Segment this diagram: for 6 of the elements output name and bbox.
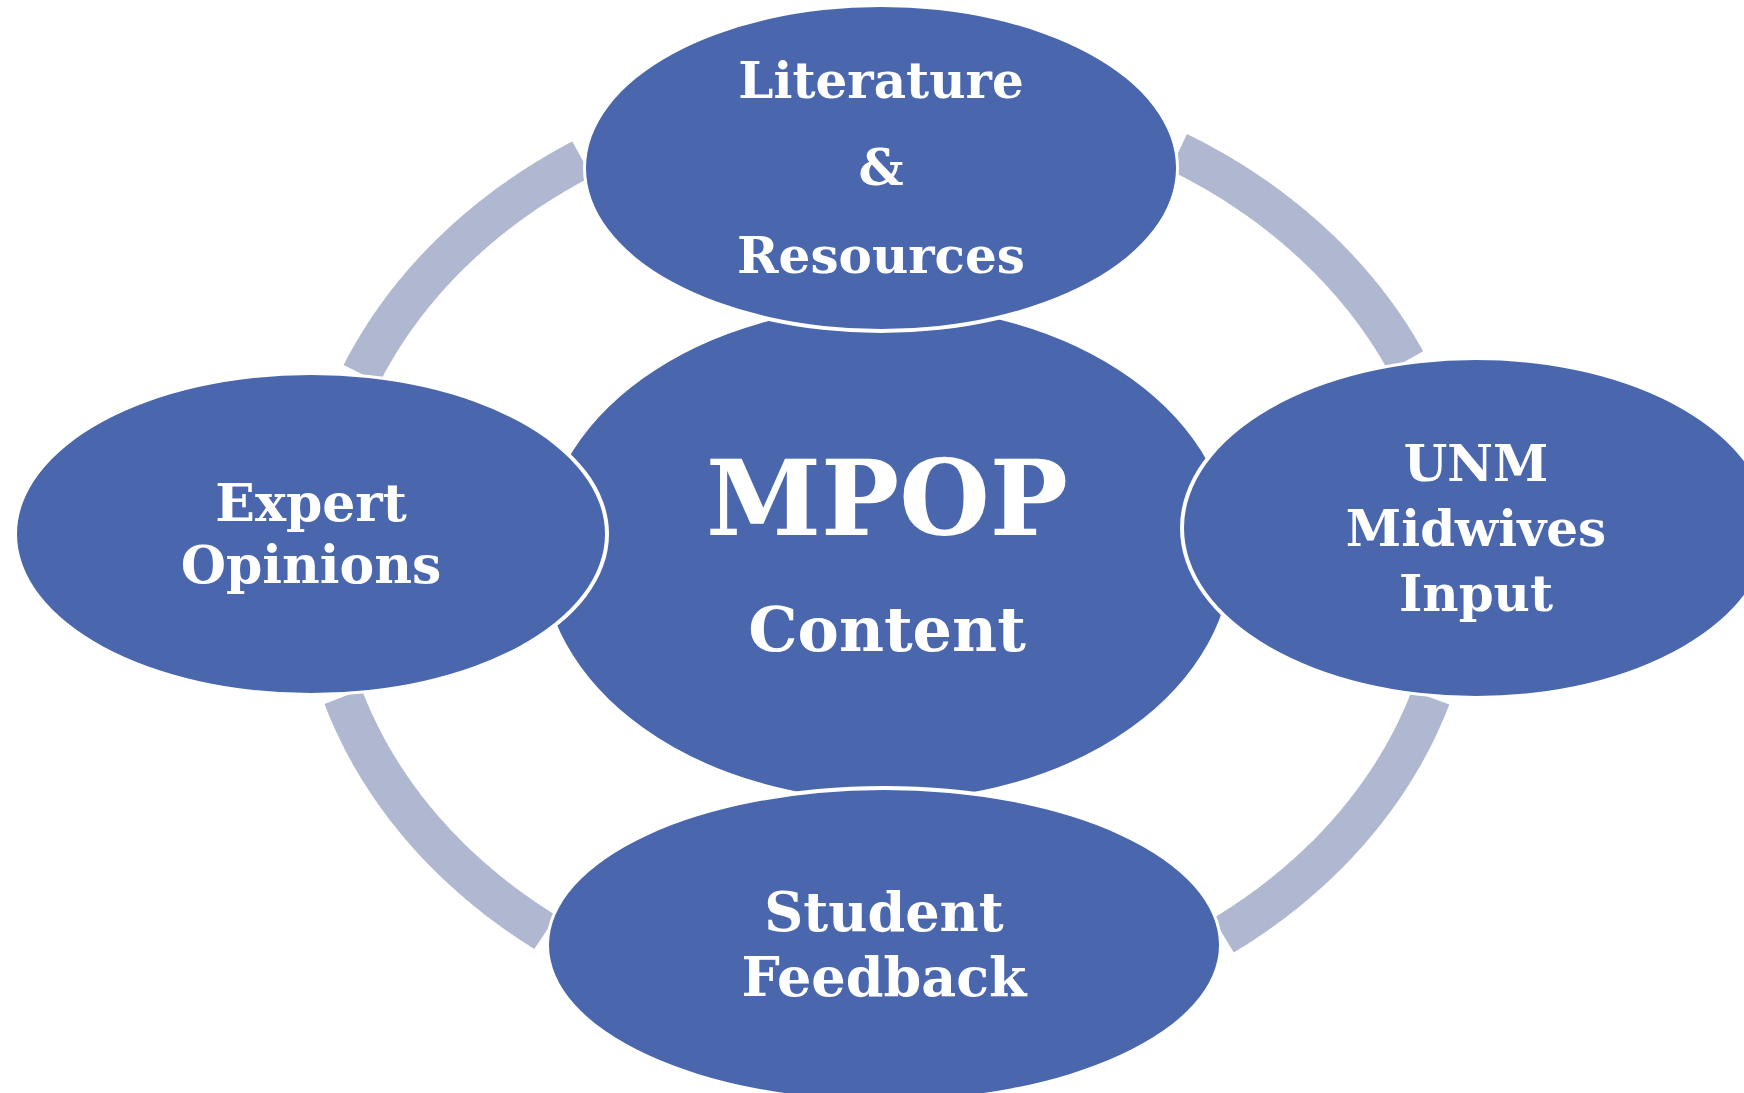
node-label: Student Feedback [740, 880, 1029, 1010]
node-label: UNM Midwives Input [1344, 432, 1608, 625]
node-label: Literature & Resources [736, 49, 1026, 287]
title-text: MPOP [705, 441, 1069, 557]
node-label: Content [748, 596, 1026, 665]
node-label: Expert Opinions [179, 471, 443, 597]
